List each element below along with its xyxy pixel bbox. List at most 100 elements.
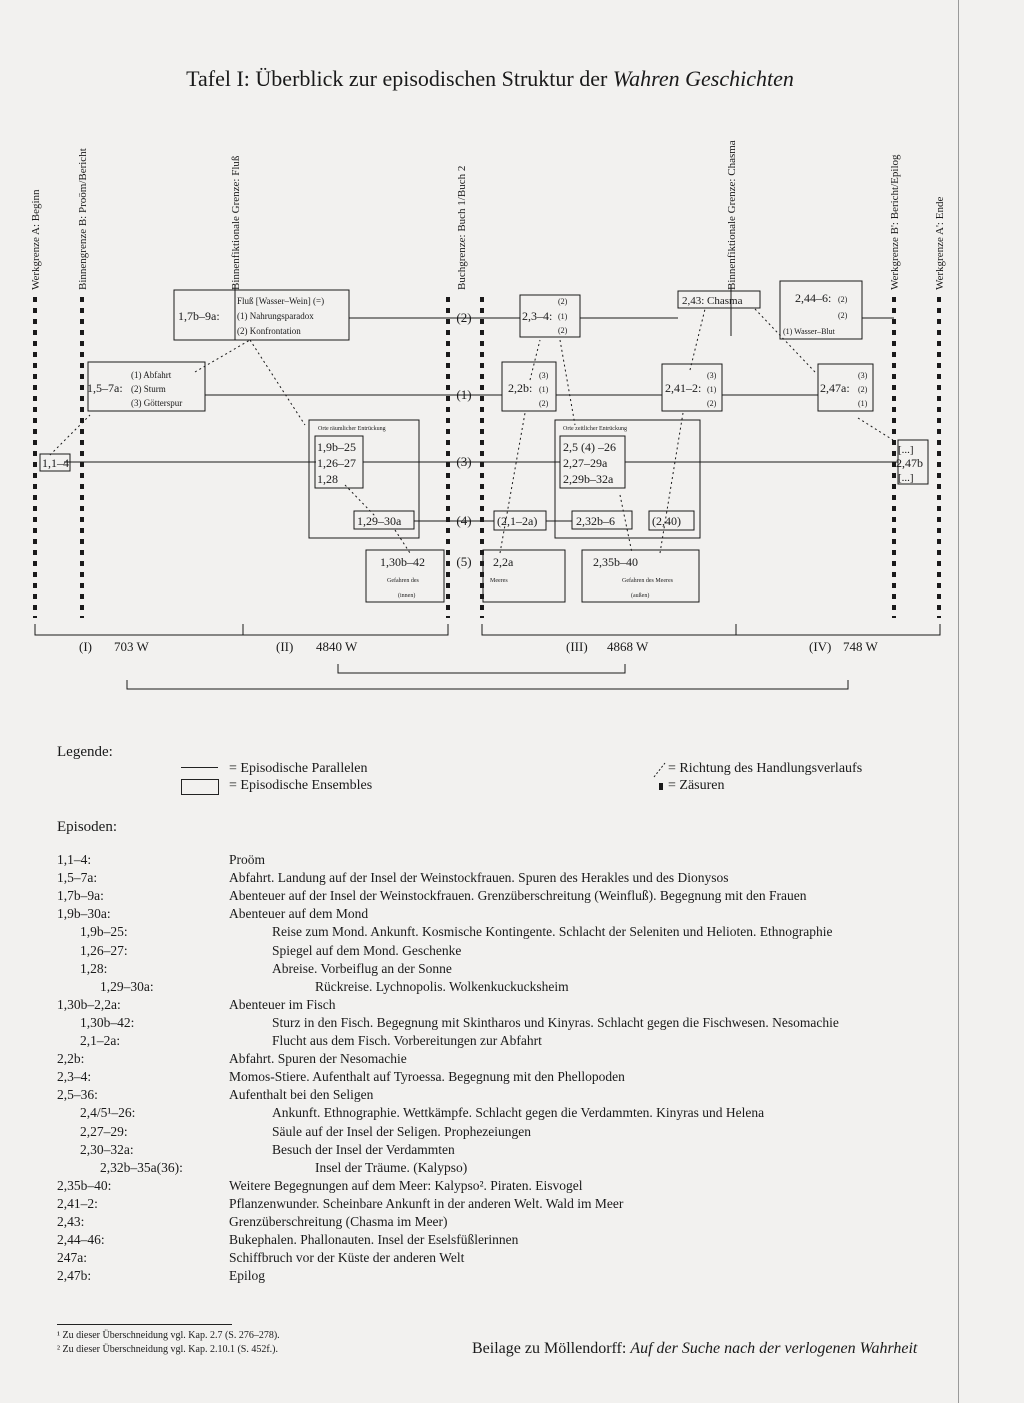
episode-description: Momos-Stiere. Aufenthalt auf Tyroessa. B… <box>229 1069 625 1085</box>
moon-item: 1,26–27 <box>317 456 356 470</box>
section-bracket-2 <box>242 624 449 636</box>
moon-item: 1,28 <box>317 472 338 486</box>
direction-line <box>559 339 576 426</box>
box-2-2b-label: 2,2b: <box>508 381 532 395</box>
box-2-41-label: 2,41–2: <box>665 381 701 395</box>
episode-description: Proöm <box>229 852 266 867</box>
level-marker-3: (3) <box>456 454 471 469</box>
box-2-43-label: 2,43: Chasma <box>682 295 743 307</box>
legend-caesura: = Zäsuren <box>668 778 725 793</box>
box-2-3 <box>519 294 581 338</box>
legend-direction-sample <box>653 762 666 778</box>
box-1-7 <box>173 289 350 341</box>
box-2-32-label: 2,32b–6 <box>576 514 615 528</box>
box-2-2b-mark: (2) <box>539 399 549 408</box>
box-1-1-label: 1,1–4 <box>42 456 69 470</box>
level-marker-5: (5) <box>456 554 471 569</box>
box-1-5-item: (2) Sturm <box>131 384 166 394</box>
box-2-2a-label: 2,2a <box>493 555 514 569</box>
box-2-44-mark: (2) <box>838 311 848 320</box>
box-2-44-mark: (2) <box>838 295 848 304</box>
episode-description: Schiffbruch vor der Küste der anderen We… <box>229 1250 465 1266</box>
page-title: Tafel I: Überblick zur episodischen Stru… <box>186 66 794 91</box>
direction-line <box>194 339 251 373</box>
section-4-count: 748 W <box>843 639 879 654</box>
legend-ensembles: = Episodische Ensembles <box>229 778 373 793</box>
episode-code: 1,9b–30a: <box>57 906 111 922</box>
section-1-label: (I) <box>79 639 92 654</box>
episode-code: 2,47b: <box>57 1268 92 1284</box>
box-2-2a-caption: Meeres <box>490 578 508 584</box>
episode-code: 2,30–32a: <box>80 1141 134 1157</box>
section-bracket-1 <box>34 624 244 636</box>
section-bracket-3 <box>481 624 737 636</box>
box-2-44-item: (1) Wasser–Blut <box>783 327 836 336</box>
box-2-35-caption: (außen) <box>631 592 649 599</box>
box-time-inner <box>559 435 626 489</box>
section-2-count: 4840 W <box>316 639 358 654</box>
box-1-30-caption: (innen) <box>398 592 415 599</box>
episode-code: 2,43: <box>57 1214 85 1229</box>
box-2-3-label: 2,3–4: <box>522 309 552 323</box>
moon-caption: Orte räumlicher Entrückung <box>318 426 386 432</box>
box-2-1 <box>493 510 547 531</box>
box-2-47b-label: 2,47b <box>896 456 923 470</box>
time-item: 2,29b–32a <box>563 472 614 486</box>
box-1-30 <box>365 549 445 603</box>
box-2-40-label: (2,40) <box>652 514 681 528</box>
box-2-44 <box>779 280 863 340</box>
boundary-buch-label: Buchgrenze: Buch 1/Buch 2 <box>456 166 468 290</box>
supplement-note: Beilage zu Möllendorff: Auf der Suche na… <box>472 1340 918 1357</box>
episode-description: Weitere Begegnungen auf dem Meer: Kalyps… <box>229 1177 583 1193</box>
box-1-7-label: 1,7b–9a: <box>178 309 220 323</box>
box-2-47a-mark: (3) <box>858 371 868 380</box>
structure-diagram: Werkgrenze A: Beginn Binnengrenze B: Pro… <box>30 140 946 690</box>
episode-description: Flucht aus dem Fisch. Vorbereitungen zur… <box>272 1033 542 1048</box>
episode-code: 247a: <box>57 1250 87 1266</box>
episode-description: Pflanzenwunder. Scheinbare Ankunft in de… <box>229 1195 624 1211</box>
legend-parallels: = Episodische Parallelen <box>229 761 368 776</box>
box-2-3-mark: (2) <box>558 297 568 306</box>
episode-description: Bukephalen. Phallonauten. Insel der Esel… <box>229 1232 519 1248</box>
episode-description: Abenteuer auf dem Mond <box>229 906 369 922</box>
episode-code: 1,1–4: <box>57 852 92 867</box>
episode-code: 1,28: <box>80 960 108 976</box>
section-3-label: (III) <box>566 639 588 654</box>
boundary-a2-label: Werkgrenze A': Ende <box>934 197 946 290</box>
episode-description: Aufenthalt bei den Seligen <box>229 1087 374 1103</box>
legend-direction: = Richtung des Handlungsverlaufs <box>668 761 863 776</box>
episode-description: Reise zum Mond. Ankunft. Kosmische Konti… <box>272 924 833 940</box>
box-2-47b <box>897 439 929 485</box>
episode-code: 2,35b–40: <box>57 1177 112 1193</box>
box-2-2b-mark: (1) <box>539 385 549 394</box>
box-2-35 <box>581 549 700 603</box>
section-4-label: (IV) <box>809 639 831 654</box>
level-marker-2: (2) <box>456 310 471 325</box>
caesura-lines <box>33 297 941 618</box>
episode-code: 2,27–29: <box>80 1123 128 1139</box>
page-edge-line <box>958 0 959 1403</box>
episode-code: 2,44–46: <box>57 1232 105 1248</box>
box-2-35-caption: Gefahren des Meeres <box>622 577 674 584</box>
section-1-count: 703 W <box>114 639 150 654</box>
box-2-41-mark: (2) <box>707 399 717 408</box>
footnote-rule <box>57 1324 232 1325</box>
footnote-1: ¹ Zu dieser Überschneidung vgl. Kap. 2.7… <box>57 1330 280 1341</box>
episode-description: Sturz in den Fisch. Begegnung mit Skinth… <box>272 1014 839 1030</box>
episode-code: 1,30b–42: <box>80 1014 135 1030</box>
episode-description: Rückreise. Lychnopolis. Wolkenkuckuckshe… <box>315 978 569 994</box>
legend-parallel-sample <box>181 767 218 768</box>
episode-description: Insel der Träume. (Kalypso) <box>315 1159 468 1175</box>
episode-description: Epilog <box>229 1268 265 1284</box>
boundary-chasma-label: Binnenfiktionale Grenze: Chasma <box>726 140 738 290</box>
box-moon <box>308 419 420 539</box>
box-2-1-label: (2,1–2a) <box>497 514 537 528</box>
episode-code: 2,1–2a: <box>80 1033 121 1048</box>
episode-code: 2,32b–35a(36): <box>100 1159 183 1175</box>
episode-code: 1,26–27: <box>80 942 128 958</box>
moon-item: 1,9b–25 <box>317 440 356 454</box>
box-2-32 <box>571 510 633 530</box>
episode-description: Besuch der Insel der Verdammten <box>272 1141 455 1157</box>
box-2-47b-mark: [...] <box>898 472 914 484</box>
episode-description: Grenzüberschreitung (Chasma im Meer) <box>229 1214 448 1229</box>
